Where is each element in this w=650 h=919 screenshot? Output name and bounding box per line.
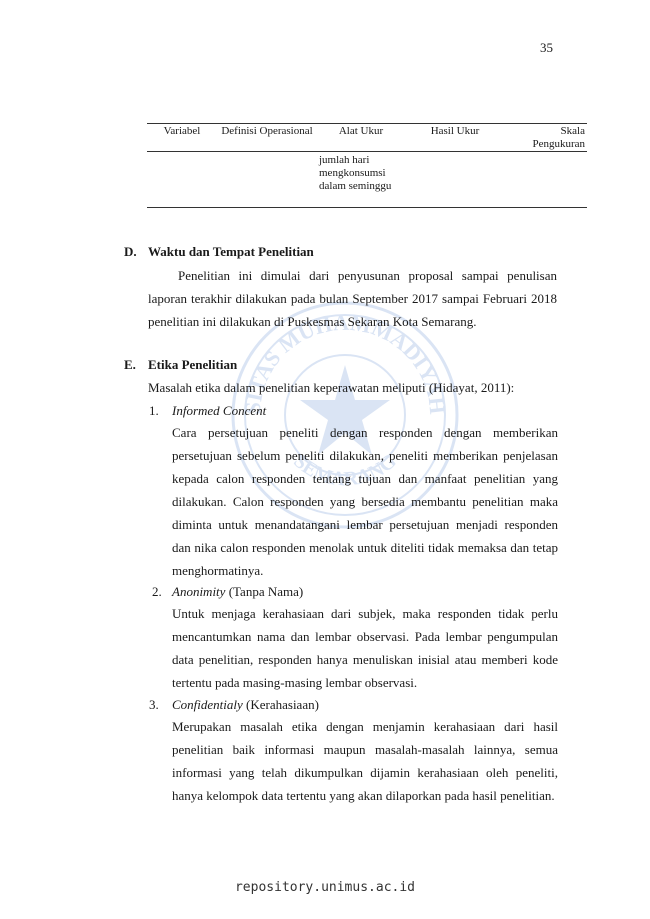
section-d-heading: D. Waktu dan Tempat Penelitian [124, 244, 314, 260]
cell [405, 151, 505, 208]
ethics-item-3-title: Confidentialy [172, 697, 243, 712]
ethics-item-1-body: Cara persetujuan peneliti dengan respond… [172, 425, 558, 578]
page-number: 35 [540, 40, 553, 55]
ethics-item-2-title: Anonimity [172, 584, 226, 599]
col-variabel: Variabel [147, 123, 217, 152]
ethics-item-3-label: 3. Confidentialy (Kerahasiaan) [149, 697, 319, 713]
section-e-heading: E. Etika Penelitian [124, 357, 237, 373]
ethics-item-1-label: 1. Informed Concent [149, 403, 266, 419]
section-d-letter: D. [124, 244, 137, 259]
variable-table: Variabel Definisi Operasional Alat Ukur … [147, 123, 587, 208]
table-row: jumlah hari mengkonsumsi dalam seminggu [147, 151, 587, 208]
ethics-item-3-suffix: (Kerahasiaan) [246, 697, 319, 712]
ethics-item-3-body: Merupakan masalah etika dengan menjamin … [172, 719, 558, 803]
cell [505, 151, 587, 208]
university-seal-watermark: SITAS MUHAMMADIYAH SEMARANG [231, 301, 459, 529]
col-skala: Skala Pengukuran [505, 123, 587, 152]
ethics-item-3-num: 3. [149, 697, 159, 712]
section-e-title: Etika Penelitian [148, 357, 238, 372]
section-e-letter: E. [124, 357, 136, 372]
ethics-item-2-num: 2. [152, 584, 162, 599]
ethics-item-2-label: 2. Anonimity (Tanpa Nama) [152, 584, 303, 600]
repository-footer: repository.unimus.ac.id [234, 880, 415, 895]
cell: jumlah hari mengkonsumsi dalam seminggu [317, 151, 405, 208]
section-d-paragraph: Penelitian ini dimulai dari penyusunan p… [148, 268, 557, 329]
ethics-item-2-suffix: (Tanpa Nama) [228, 584, 304, 599]
col-hasil-ukur: Hasil Ukur [405, 123, 505, 152]
ethics-item-1-title: Informed Concent [172, 403, 267, 418]
cell [217, 151, 317, 208]
col-definisi: Definisi Operasional [217, 123, 317, 152]
section-e-intro: Masalah etika dalam penelitian keperawat… [148, 380, 515, 395]
col-alat-ukur: Alat Ukur [317, 123, 405, 152]
section-d-title: Waktu dan Tempat Penelitian [148, 244, 314, 259]
table-header-row: Variabel Definisi Operasional Alat Ukur … [147, 123, 587, 152]
ethics-item-1-num: 1. [149, 403, 159, 418]
ethics-item-2-body: Untuk menjaga kerahasiaan dari subjek, m… [172, 606, 558, 690]
cell [147, 151, 217, 208]
